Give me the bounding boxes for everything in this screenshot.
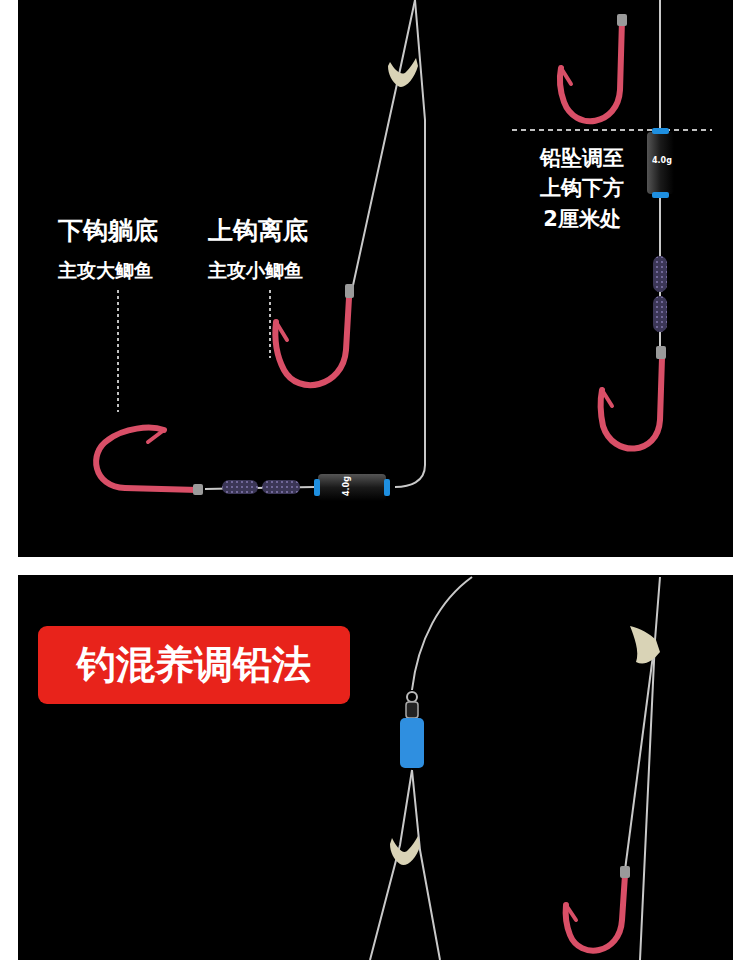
dashed-guide: [512, 130, 712, 131]
hook-target: 主攻大鲫鱼: [58, 259, 153, 282]
beads: [222, 480, 300, 494]
hook: [96, 298, 349, 490]
panel-ground: [18, 0, 733, 960]
hook-eye: [193, 284, 354, 495]
hook: [560, 20, 662, 449]
hook-target: 主攻小鲫鱼: [208, 259, 303, 282]
silicone-sleeve: [388, 58, 418, 87]
sinker: [647, 128, 674, 198]
hook: [566, 875, 625, 951]
section-heading-box: 钓混养调铅法: [38, 626, 350, 704]
sinker-weight: 4.0g: [342, 476, 352, 496]
sinker-weight: 4.0g: [652, 156, 672, 166]
hook-eye: [620, 866, 630, 878]
sinker-note: 铅坠调至 上钩下方 2厘米处: [530, 143, 634, 234]
section-heading: 钓混养调铅法: [77, 642, 311, 689]
float-bead: [400, 718, 424, 768]
swivel: [406, 692, 418, 718]
hook-label: 上钩离底: [208, 216, 308, 246]
fishing-line: [205, 0, 425, 489]
hook-label: 下钩躺底: [58, 216, 158, 246]
sinker: [314, 474, 390, 501]
beads: [653, 256, 667, 332]
silicone-sleeve: [390, 626, 660, 865]
leader-line: [118, 290, 270, 412]
fishing-line: [370, 577, 660, 960]
